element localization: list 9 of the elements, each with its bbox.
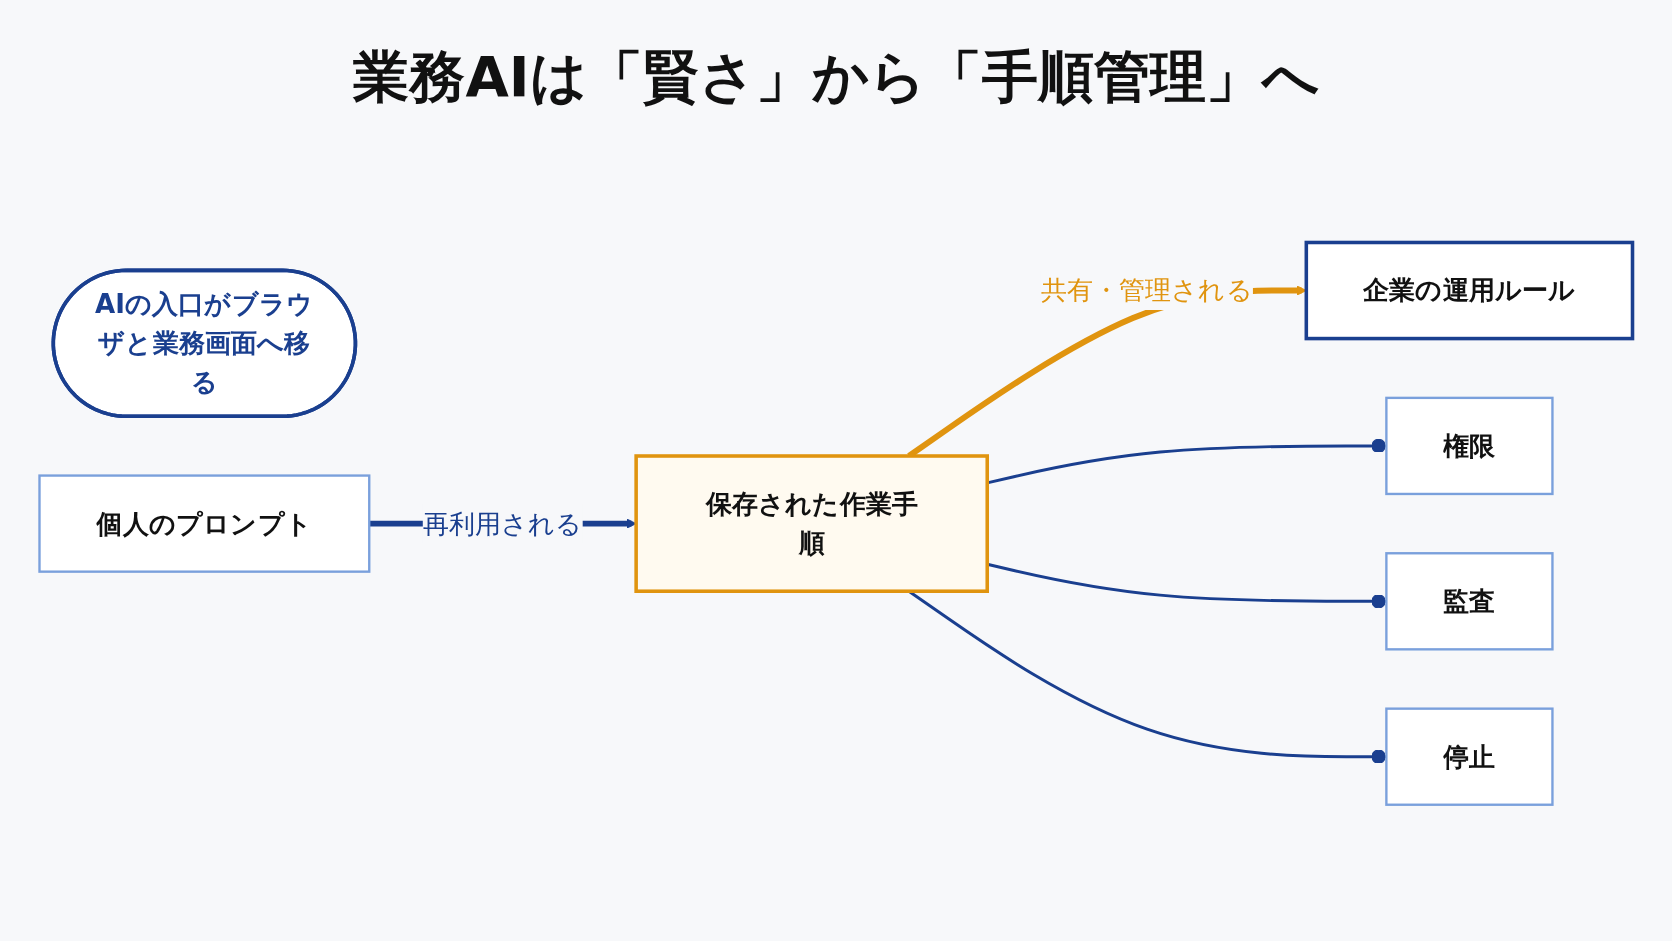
node-box: 個人のプロンプト [38, 474, 371, 573]
node-box: 保存された作業手順 [634, 454, 989, 593]
edge-label: 共有・管理される [1040, 275, 1253, 306]
edge-label: 再利用される [422, 508, 583, 539]
title: 業務AIは「賢さ」から「手順管理」へ [353, 43, 1319, 111]
node-box: 停止 [1385, 707, 1554, 806]
node-box: 権限 [1385, 396, 1554, 496]
node-box: 監査 [1385, 551, 1554, 651]
node-box: 企業の運用ルール [1304, 240, 1635, 341]
